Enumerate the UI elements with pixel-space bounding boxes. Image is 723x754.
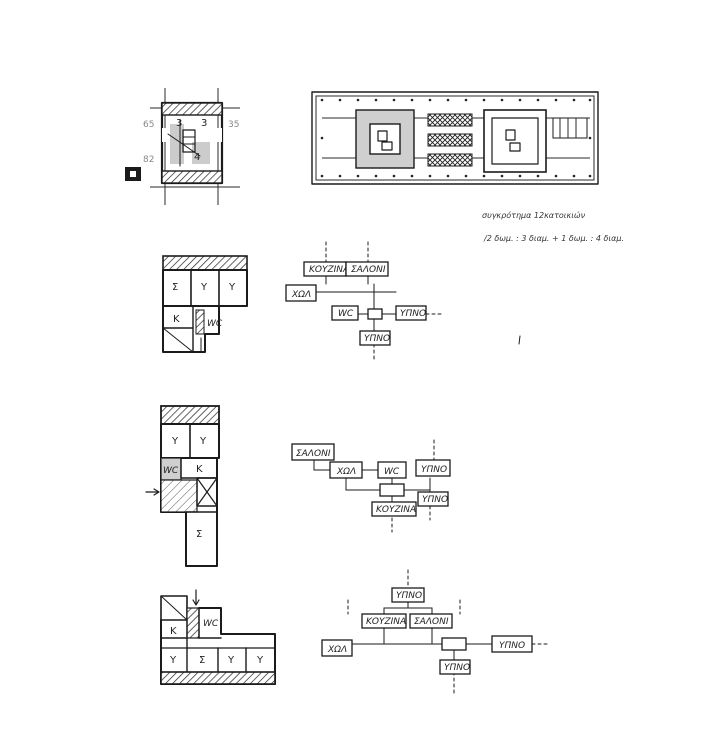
d2-hol-box	[329, 461, 363, 479]
dim-right: 35	[228, 120, 239, 130]
d1-saloni: ΣΑΛΟΝΙ	[351, 265, 386, 275]
d2-saloni: ΣΑΛΟΝΙ	[296, 449, 331, 459]
d1-hol-box	[285, 284, 317, 302]
d3-ypno-right-box	[491, 635, 533, 653]
d3-saloni: ΣΑΛΟΝΙ	[414, 617, 449, 627]
d3-ypno-right: ΥΠΝΟ	[499, 641, 525, 651]
plan2-room-2: Υ	[200, 282, 208, 293]
plan4-room-1: Υ	[169, 655, 177, 666]
plan4-wc: WC	[203, 619, 219, 629]
d1-wc-box	[331, 305, 359, 321]
d3-saloni-box	[409, 613, 453, 629]
dim-left: 65	[143, 120, 154, 130]
plan2-k: K	[173, 314, 180, 325]
site-note-line2: /2 δωμ. : 3 διαμ. + 1 δωμ. : 4 διαμ.	[483, 234, 624, 243]
d1-ypno2-box	[359, 330, 391, 346]
plan2-room-1: Σ	[172, 282, 178, 293]
d3-hol-box	[321, 639, 353, 657]
plan-2	[162, 255, 248, 353]
plan-4	[160, 589, 276, 685]
dim-bottom: 82	[143, 155, 154, 165]
diagram-1-lines	[311, 241, 445, 361]
d3-kouzina-box	[361, 613, 407, 629]
d3-hol: ΧΩΛ	[327, 645, 347, 655]
d3-ypno-bottom-box	[439, 659, 471, 675]
d1-saloni-box	[345, 261, 389, 277]
d3-ypno-bottom: ΥΠΝΟ	[444, 663, 470, 673]
plan1-label-right: 3	[201, 118, 207, 129]
d2-wc: WC	[384, 467, 400, 477]
site-note-line1: συγκρότημα 12κατοικιών	[482, 210, 586, 220]
d1-wc: WC	[338, 309, 354, 319]
d2-saloni-box	[291, 443, 335, 461]
plan4-room-2: Σ	[199, 655, 205, 666]
d2-wc-box	[377, 461, 407, 479]
d2-ypno1-box	[415, 459, 451, 477]
d3-ypno-top-box	[391, 587, 425, 603]
d2-kouzina: ΚΟΥΖΙΝΑ	[376, 505, 416, 515]
plan2-room-3: Υ	[228, 282, 236, 293]
d1-kouzina: ΚΟΥΖΙΝΑ	[309, 265, 349, 275]
plan4-room-3: Υ	[227, 655, 235, 666]
plan3-room-2: Υ	[199, 436, 207, 447]
d3-kouzina: ΚΟΥΖΙΝΑ	[366, 617, 406, 627]
d1-ypno1-box	[395, 305, 427, 321]
d3-ypno-top: ΥΠΝΟ	[396, 591, 422, 601]
d2-kouzina-box	[371, 501, 417, 517]
d2-hol: ΧΩΛ	[336, 467, 356, 477]
site-dots	[320, 98, 592, 178]
diagram-3-lines	[345, 569, 549, 695]
plan3-k: K	[196, 464, 203, 475]
d2-ypno2-box	[417, 491, 449, 507]
site-plan	[311, 91, 599, 185]
d1-ypno2: ΥΠΝΟ	[364, 334, 390, 344]
plan3-wc: WC	[163, 466, 179, 476]
d2-ypno1: ΥΠΝΟ	[421, 465, 447, 475]
plan-1	[125, 88, 240, 205]
plan1-label-left: 3	[176, 118, 182, 129]
plan3-room-1: Υ	[171, 436, 179, 447]
d1-ypno1: ΥΠΝΟ	[400, 309, 426, 319]
d2-ypno2: ΥΠΝΟ	[422, 495, 448, 505]
plan2-wc: WC	[207, 319, 223, 329]
plan1-label-num: 4	[194, 152, 200, 163]
d1-hol: ΧΩΛ	[291, 290, 311, 300]
plan4-k: K	[170, 626, 177, 637]
plan4-room-4: Υ	[256, 655, 264, 666]
plan-3	[145, 405, 220, 567]
plan3-sigma: Σ	[196, 529, 202, 540]
